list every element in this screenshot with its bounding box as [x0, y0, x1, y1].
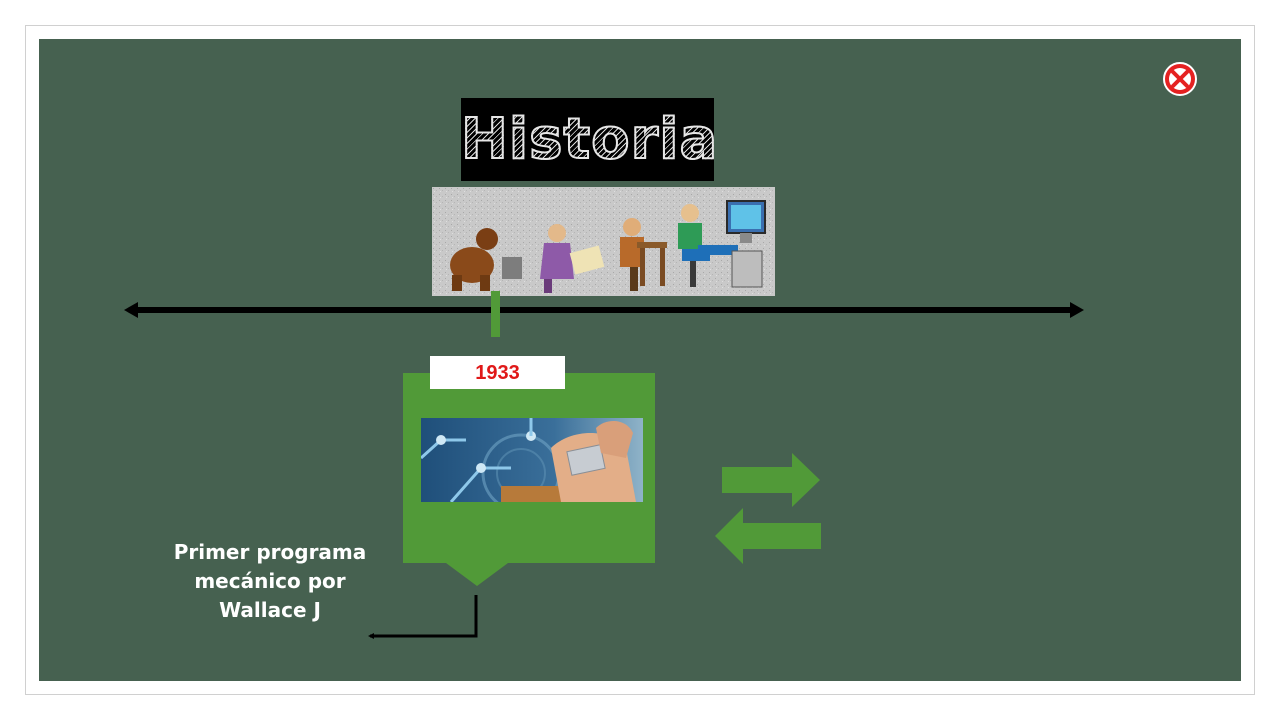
timeline-connector — [491, 291, 500, 337]
close-icon[interactable] — [1162, 61, 1198, 97]
event-caption: Primer programa mecánico por Wallace J — [173, 540, 367, 622]
caption-leader-line — [368, 595, 478, 639]
event-year: 1933 — [475, 362, 520, 384]
arrow-right-icon[interactable] — [722, 453, 820, 507]
timeline-axis — [124, 302, 1084, 318]
event-photo — [421, 418, 643, 502]
evolution-illustration — [432, 187, 775, 296]
arrow-left-icon[interactable] — [715, 508, 821, 564]
event-card-pointer — [446, 563, 508, 586]
page-title: Historia — [460, 98, 718, 181]
year-label-box: 1933 — [430, 356, 565, 389]
title-banner: Historia — [460, 98, 718, 181]
